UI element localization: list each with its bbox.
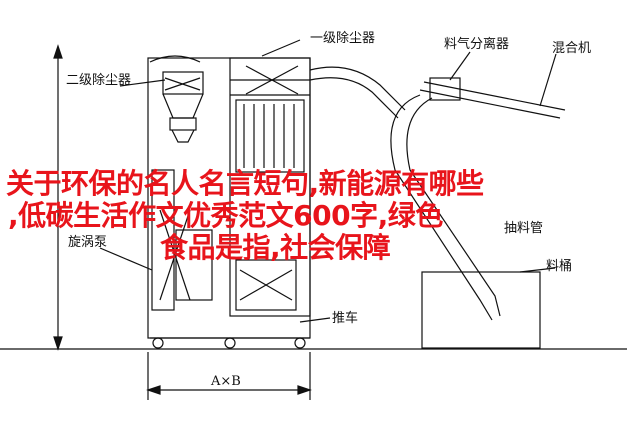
label-primary-dust-collector: 一级除尘器 <box>310 31 375 46</box>
label-cart: 推车 <box>332 310 358 326</box>
label-bucket: 料桶 <box>546 259 572 274</box>
label-vortex-pump: 旋涡泵 <box>68 235 107 250</box>
vortex-pump <box>151 169 213 311</box>
overlay-line-3: 食品是指,社会保障 <box>160 231 391 264</box>
label-dimension: A×B <box>210 374 241 389</box>
label-material-separator: 料气分离器 <box>444 36 509 52</box>
overlay-line-2: ,低碳生活作文优秀范文600字,绿色 <box>8 199 443 232</box>
suction-pipe <box>390 94 501 321</box>
dust-collector-cabinet <box>147 57 311 349</box>
overlay-line-1: 关于环保的名人名言短句,新能源有哪些 <box>6 167 484 200</box>
label-secondary-dust-collector: 二级除尘器 <box>66 73 131 88</box>
label-suction-pipe: 抽料管 <box>504 221 543 236</box>
secondary-dust-collector <box>149 55 204 143</box>
label-mixer: 混合机 <box>552 41 591 56</box>
material-separator <box>309 66 566 119</box>
material-bucket <box>421 271 541 349</box>
